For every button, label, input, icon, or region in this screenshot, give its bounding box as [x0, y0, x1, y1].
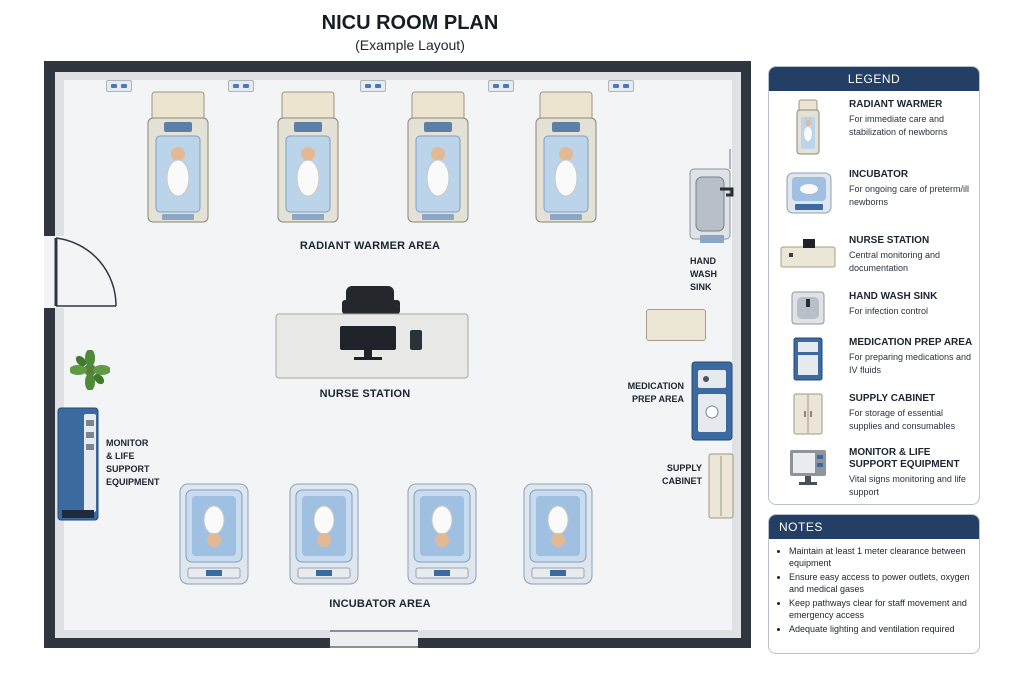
side-door-opening	[44, 236, 64, 308]
bottom-door[interactable]	[330, 630, 418, 648]
legend-item-medication-prep: MEDICATION PREP AREA For preparing medic…	[769, 337, 979, 387]
note-item: Keep pathways clear for staff movement a…	[789, 597, 973, 621]
legend-item-hand-wash-sink: HAND WASH SINK For infection control	[769, 291, 979, 331]
medication-prep-cabinet[interactable]	[688, 360, 736, 444]
supply-cabinet-label: SUPPLY CABINET	[662, 463, 702, 486]
legend-item-monitor: MONITOR & LIFE SUPPORT EQUIPMENT Vital s…	[769, 447, 979, 503]
legend-item-nurse-station: NURSE STATION Central monitoring and doc…	[769, 235, 979, 279]
monitor-life-support-unit[interactable]	[56, 406, 102, 524]
supply-cabinet[interactable]	[706, 452, 736, 520]
incubator-icon	[786, 172, 832, 214]
supply-cabinet-icon	[793, 393, 823, 435]
power-outlet-icon	[228, 80, 254, 92]
medication-prep-label: MEDICATION PREP AREA	[627, 381, 684, 404]
incubator[interactable]	[174, 482, 254, 590]
power-outlet-icon	[360, 80, 386, 92]
note-item: Adequate lighting and ventilation requir…	[789, 623, 973, 635]
incubator[interactable]	[402, 482, 482, 590]
legend-title: LEGEND	[769, 67, 979, 91]
incubator[interactable]	[284, 482, 364, 590]
notes-list: Maintain at least 1 meter clearance betw…	[769, 545, 979, 635]
radiant-warmer-area-label: RADIANT WARMER AREA	[299, 240, 441, 252]
hand-wash-sink-label: HAND WASH SINK	[690, 256, 717, 292]
legend-item-radiant-warmer: RADIANT WARMER For immediate care and st…	[769, 99, 979, 159]
nurse-station[interactable]	[270, 282, 475, 382]
plant-icon	[70, 350, 110, 390]
medication-prep-icon	[793, 337, 823, 381]
legend-item-supply-cabinet: SUPPLY CABINET For storage of essential …	[769, 393, 979, 443]
hand-wash-sink-icon	[791, 291, 825, 325]
note-item: Maintain at least 1 meter clearance betw…	[789, 545, 973, 569]
notes-title: NOTES	[769, 515, 979, 539]
radiant-warmer[interactable]	[140, 88, 220, 228]
monitor-icon	[790, 450, 826, 485]
monitor-equipment-label: MONITOR & LIFE SUPPORT EQUIPMENT	[106, 438, 160, 487]
page-title: NICU ROOM PLAN	[321, 12, 499, 34]
notes-panel: NOTES Maintain at least 1 meter clearanc…	[768, 514, 980, 654]
incubator[interactable]	[518, 482, 598, 590]
nurse-station-label: NURSE STATION	[319, 388, 411, 400]
nurse-station-icon	[780, 239, 836, 268]
radiant-warmer[interactable]	[400, 88, 480, 228]
hand-wash-sink[interactable]	[686, 145, 740, 247]
radiant-warmer-icon	[796, 99, 820, 155]
incubator-area-label: INCUBATOR AREA	[329, 598, 431, 610]
side-door-swing[interactable]	[44, 230, 124, 310]
note-item: Ensure easy access to power outlets, oxy…	[789, 571, 973, 595]
power-outlet-icon	[106, 80, 132, 92]
power-outlet-icon	[608, 80, 634, 92]
radiant-warmer[interactable]	[270, 88, 350, 228]
page-subtitle: (Example Layout)	[355, 37, 465, 53]
storage-cart[interactable]	[646, 309, 706, 341]
legend-panel: LEGEND RADIANT WARMER For immediate care…	[768, 66, 980, 505]
radiant-warmer[interactable]	[528, 88, 608, 228]
power-outlet-icon	[488, 80, 514, 92]
legend-item-incubator: INCUBATOR For ongoing care of preterm/il…	[769, 169, 979, 225]
